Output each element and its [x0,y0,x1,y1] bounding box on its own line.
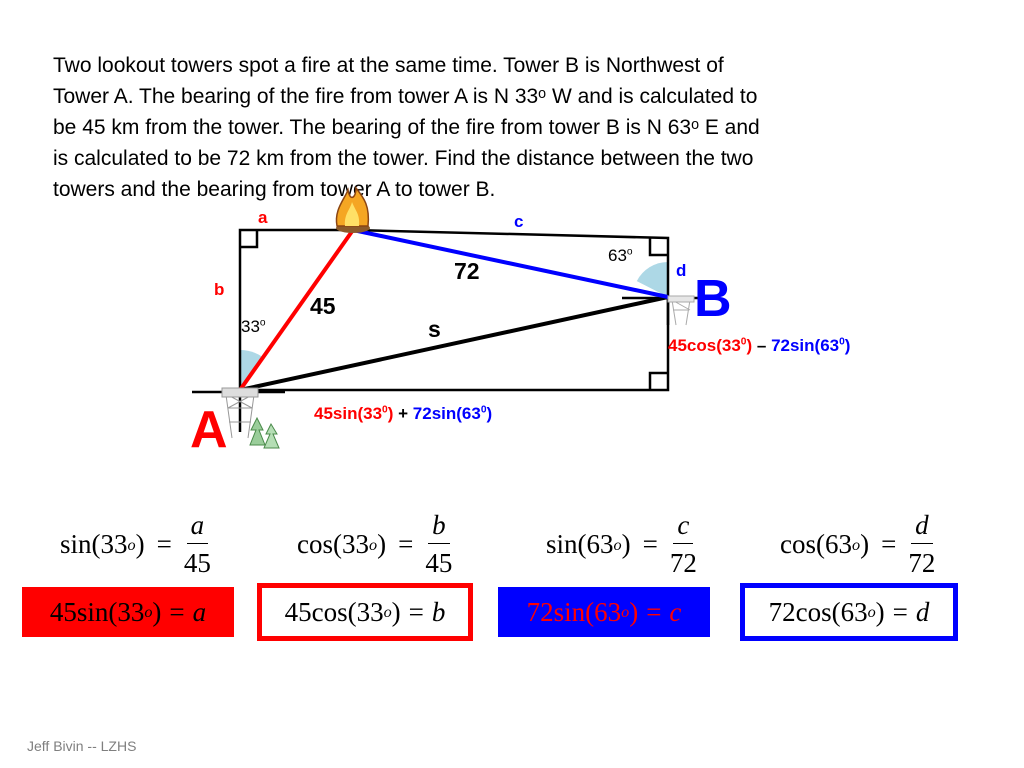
fire-icon [335,185,370,233]
problem-line-3: be 45 km from the tower. The bearing of … [53,116,760,139]
label-a: a [258,208,268,227]
label-c: c [514,212,524,231]
tower-b-icon [667,295,695,326]
right-angle-marker-top-left [240,230,259,249]
label-s: s [428,316,441,342]
right-angle-marker-bottom-right [648,371,668,390]
tree-icon [249,416,280,449]
rectangle-frame [238,228,353,390]
problem-line-4: is calculated to be 72 km from the tower… [53,147,754,170]
bottom-horizontal-expression: 45sin(330) + 72sin(630) [314,404,493,423]
right-angle-marker-top-right [648,238,668,257]
tower-a-icon [221,387,259,439]
tower-b-label: B [694,270,732,328]
segment-s [239,295,669,392]
problem-line-5: towers and the bearing from tower A to t… [53,178,496,201]
tower-a-label: A [190,401,228,459]
length-72-label: 72 [454,258,480,284]
label-b: b [214,280,225,299]
problem-statement: Two lookout towers spot a fire at the sa… [53,50,953,205]
problem-line-1: Two lookout towers spot a fire at the sa… [53,54,724,77]
length-45-label: 45 [310,293,336,319]
segment-45 [238,228,355,392]
segment-72 [352,228,669,299]
angle-63-label: 63o [608,246,633,265]
footer-credit: Jeff Bivin -- LZHS [27,738,137,754]
right-vertical-expression: 45cos(330) – 72sin(630) [668,336,851,355]
label-d: d [676,261,687,280]
problem-line-2: Tower A. The bearing of the fire from to… [53,85,758,108]
angle-33-label: 33o [241,317,266,336]
angle-63-wedge [636,262,668,297]
